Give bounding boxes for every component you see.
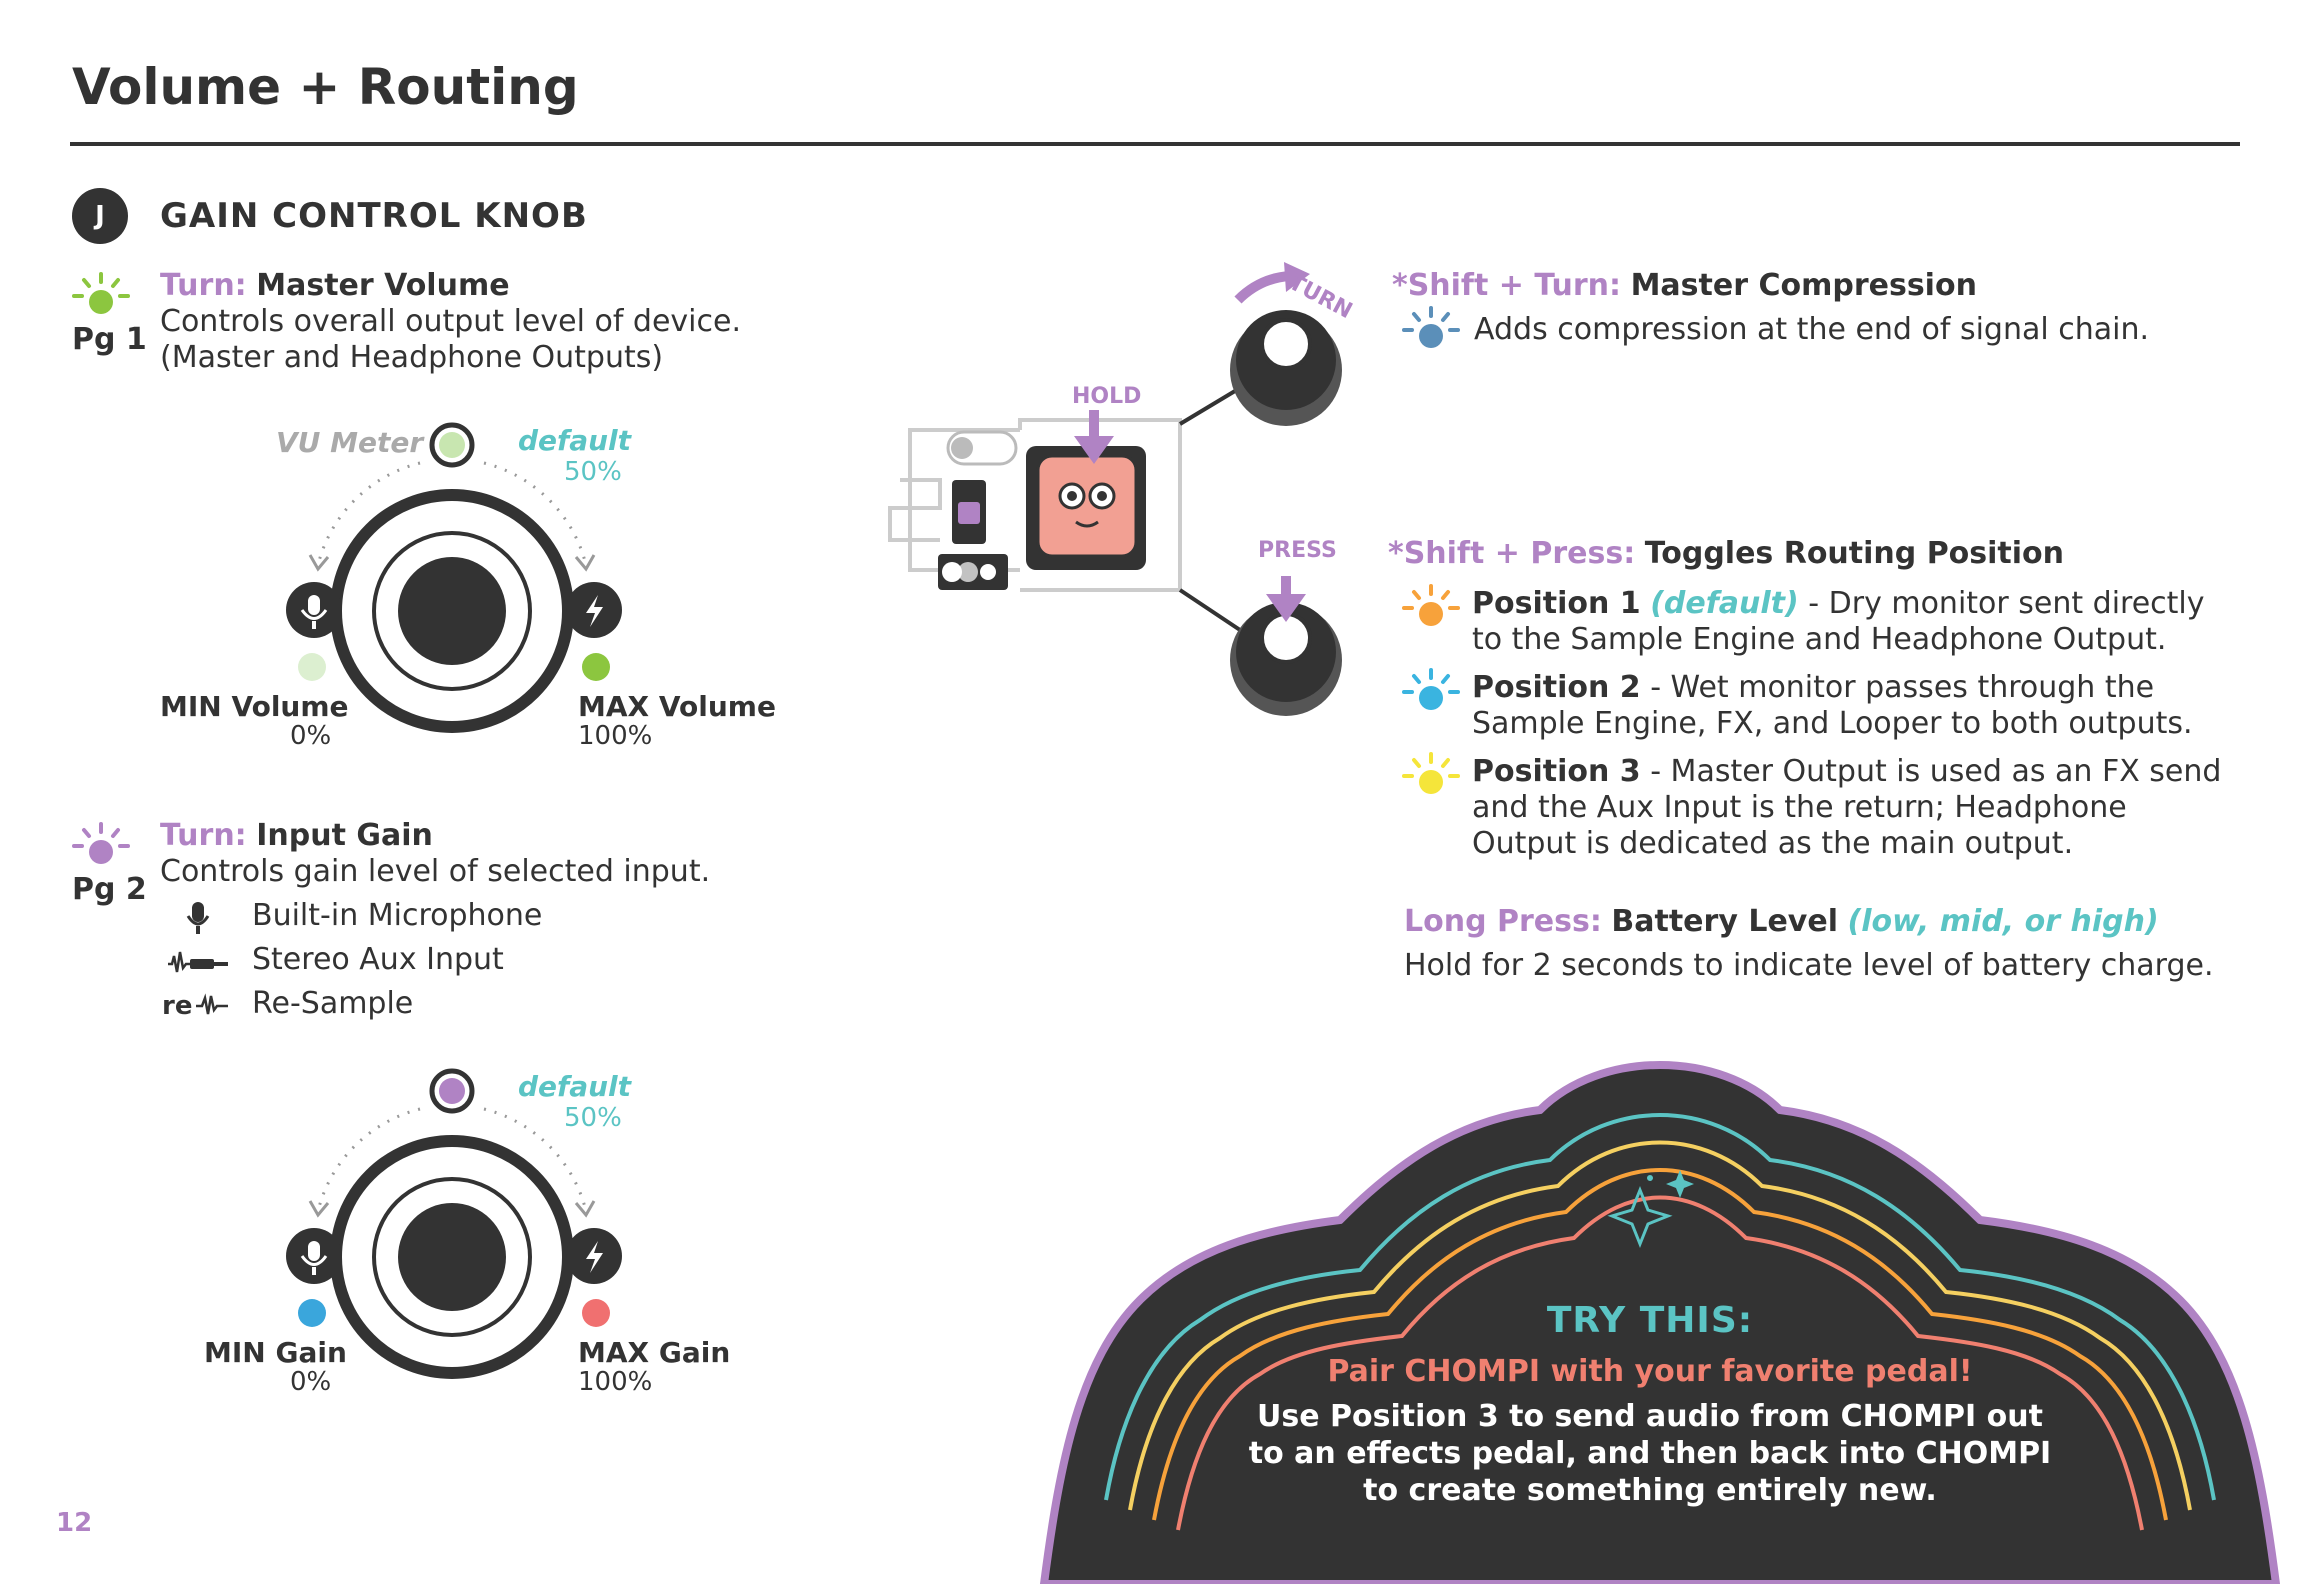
long-press-desc: Hold for 2 seconds to indicate level of …	[1404, 948, 2214, 983]
pg2-turn-heading: Turn: Input Gain	[160, 818, 433, 853]
position-2-line-2: Sample Engine, FX, and Looper to both ou…	[1472, 706, 2193, 741]
position-1-line-2: to the Sample Engine and Headphone Outpu…	[1472, 622, 2167, 657]
position-3-line-3: Output is dedicated as the main output.	[1472, 826, 2074, 861]
min-gain-pct: 0%	[290, 1367, 332, 1397]
pg2-desc-1: Controls gain level of selected input.	[160, 854, 711, 889]
vu-meter-label: VU Meter	[276, 426, 424, 459]
max-gain-pct: 100%	[578, 1367, 653, 1397]
max-gain-label: MAX Gain	[578, 1336, 731, 1369]
sun-yellow-icon	[1402, 752, 1460, 794]
gain-knob-volume-diagram	[286, 422, 622, 733]
page-title: Volume + Routing	[72, 58, 579, 116]
shift-turn-desc: Adds compression at the end of signal ch…	[1474, 312, 2149, 347]
page-2-label: Pg 2	[72, 872, 147, 907]
sun-orange-icon	[1402, 584, 1460, 626]
knob2-default-pct: 50%	[564, 1103, 622, 1133]
knob2-default-label: default	[518, 1070, 632, 1103]
input-aux-label: Stereo Aux Input	[252, 942, 504, 977]
min-volume-label: MIN Volume	[160, 690, 349, 723]
svg-text:re: re	[162, 991, 192, 1020]
min-gain-label: MIN Gain	[204, 1336, 347, 1369]
long-press-heading: Long Press: Battery Level (low, mid, or …	[1404, 904, 2159, 939]
input-mic-label: Built-in Microphone	[252, 898, 543, 933]
gain-knob-input-diagram	[286, 1068, 622, 1379]
position-1-line-1: Position 1 (default) - Dry monitor sent …	[1472, 586, 2205, 621]
pg1-desc-2: (Master and Headphone Outputs)	[160, 340, 664, 375]
sun-purple-icon	[72, 822, 130, 864]
shift-turn-heading: *Shift + Turn: Master Compression	[1392, 268, 1977, 303]
shift-press-heading: *Shift + Press: Toggles Routing Position	[1388, 536, 2065, 571]
sun-cyan-icon	[1402, 668, 1460, 710]
press-callout: PRESS	[1258, 538, 1337, 563]
aux-cable-icon	[168, 951, 228, 973]
hold-callout: HOLD	[1072, 384, 1142, 409]
max-volume-pct: 100%	[578, 721, 653, 751]
page-number: 12	[56, 1508, 93, 1538]
try-this-body: Use Position 3 to send audio from CHOMPI…	[1248, 1399, 2052, 1508]
sun-blue-icon	[1402, 306, 1460, 348]
position-3-line-2: and the Aux Input is the return; Headpho…	[1472, 790, 2127, 825]
section-badge: J	[72, 188, 128, 244]
try-this-title: TRY THIS:	[1546, 1300, 1754, 1341]
knob1-default-pct: 50%	[564, 457, 622, 487]
max-volume-label: MAX Volume	[578, 690, 776, 723]
knob1-default-label: default	[518, 424, 632, 457]
position-2-line-1: Position 2 - Wet monitor passes through …	[1472, 670, 2155, 705]
device-hold-turn-press-diagram	[888, 262, 1342, 716]
pg1-desc-1: Controls overall output level of device.	[160, 304, 741, 339]
resample-icon: re	[162, 991, 228, 1020]
min-volume-pct: 0%	[290, 721, 332, 751]
try-this-arch-panel	[1040, 1061, 2280, 1584]
microphone-icon	[186, 902, 210, 934]
position-3-line-1: Position 3 - Master Output is used as an…	[1472, 754, 2222, 789]
sun-green-icon	[72, 272, 130, 314]
try-this-subtitle: Pair CHOMPI with your favorite pedal!	[1327, 1354, 1973, 1389]
input-resample-label: Re-Sample	[252, 986, 414, 1021]
page-1-label: Pg 1	[72, 322, 147, 357]
pg1-turn-heading: Turn: Master Volume	[160, 268, 510, 303]
header-divider	[70, 142, 2240, 146]
section-title: GAIN CONTROL KNOB	[160, 196, 588, 236]
